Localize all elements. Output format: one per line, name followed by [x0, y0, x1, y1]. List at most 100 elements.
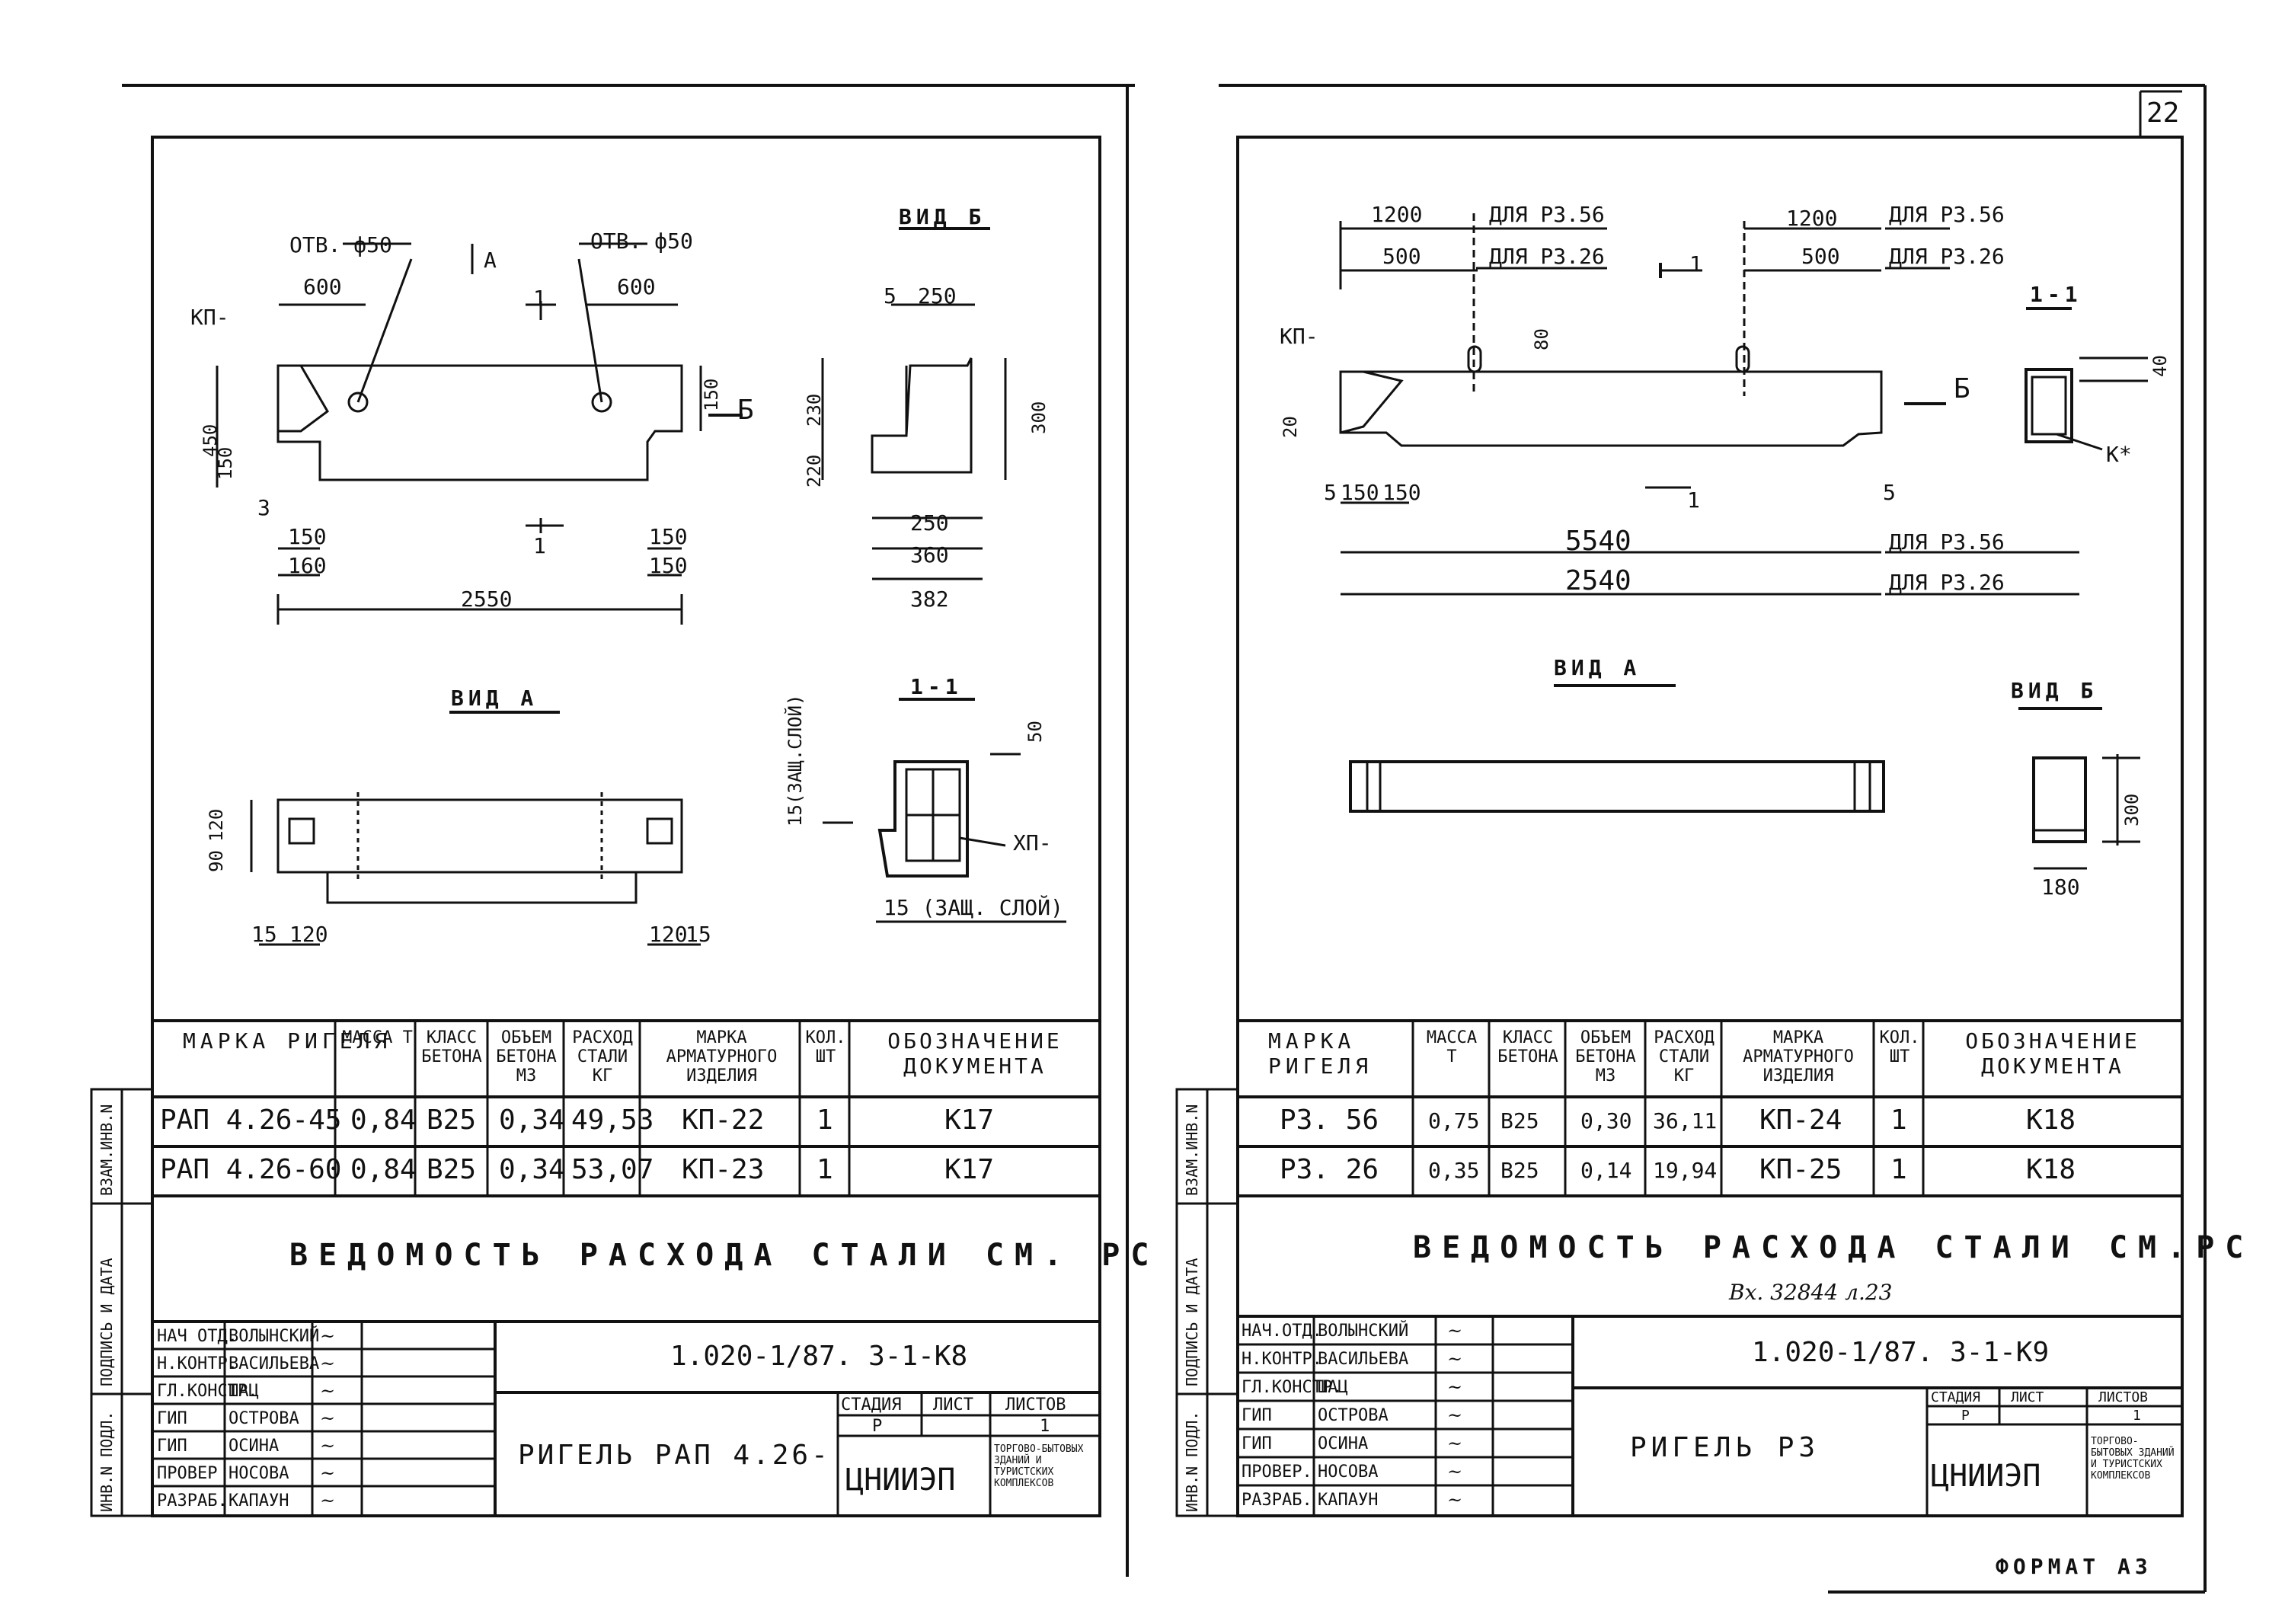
view-a-title: ВИД А [451, 686, 538, 711]
dimension: 250 [910, 510, 949, 535]
side-label: ПОДПИСЬ И ДАТА [1183, 1258, 1201, 1386]
table-header: РАСХОД СТАЛИ КГ [1654, 1028, 1715, 1085]
stamp-name: ВАСИЛЬЕВА [1318, 1350, 1409, 1369]
table-cell: КП-24 [1759, 1105, 1842, 1136]
dimension: 230 [804, 393, 825, 427]
dimension: 15 [251, 922, 277, 947]
kp-label: КП- [190, 305, 229, 330]
table-cell: В25 [427, 1105, 477, 1136]
dimension: 120 [206, 808, 227, 842]
table-header: МАРКА АРМАТУРНОГО ИЗДЕЛИЯ [1743, 1028, 1854, 1085]
table-cell: В25 [427, 1154, 477, 1185]
dimension: 600 [617, 274, 656, 299]
stamp-role: РАЗРАБ. [157, 1491, 228, 1511]
dimension: 180 [2041, 874, 2080, 900]
stamp-stage-header: СТАДИЯ [1931, 1389, 1981, 1405]
side-label: ВЗАМ.ИНВ.N [97, 1104, 116, 1196]
section-marker: 1 [1687, 488, 1700, 513]
stamp-stage-header: СТАДИЯ [841, 1395, 902, 1415]
dimension: 15 [686, 922, 711, 947]
view-b-title: ВИД Б [899, 204, 986, 229]
dimension: 5 [1883, 480, 1896, 505]
table-header: МАССА Т [342, 1028, 413, 1047]
dimension: 2540 [1565, 565, 1631, 596]
stamp-name: ОСИНА [228, 1437, 280, 1456]
stamp-name: ОСИНА [1318, 1434, 1369, 1453]
for-label: ДЛЯ Р3.56 [1489, 202, 1605, 227]
hole-label: ОТВ. ф50 [590, 229, 693, 254]
stamp-name: ОСТРОВА [228, 1409, 299, 1428]
stamp-role: НАЧ.ОТД. [1242, 1322, 1322, 1341]
table-cell: К17 [944, 1105, 995, 1136]
document-code: 1.020-1/87. 3-1-К8 [670, 1341, 968, 1372]
table-header: ОБОЗНАЧЕНИЕ ДОКУМЕНТА [1965, 1028, 2140, 1079]
table-cell: К18 [2026, 1105, 2076, 1136]
side-label: ВЗАМ.ИНВ.N [1183, 1104, 1201, 1196]
format-label: ФОРМАТ А3 [1996, 1554, 2152, 1579]
stamp-role: ПРОВЕР [157, 1464, 218, 1483]
table-cell: 19,94 [1653, 1158, 1718, 1183]
organization: ЦНИИЭП [1931, 1459, 2041, 1494]
stamp-name: НОСОВА [1318, 1463, 1379, 1482]
for-label: ДЛЯ Р3.26 [1889, 570, 2005, 595]
steel-statement: ВЕДОМОСТЬ РАСХОДА СТАЛИ СМ.РС [1413, 1230, 2255, 1265]
stamp-sheets-value: 1 [1040, 1417, 1050, 1436]
drawing-title: РИГЕЛЬ РАП 4.26- [518, 1440, 831, 1471]
signature: ~ [1447, 1320, 1463, 1341]
stamp-stage-value: Р [872, 1417, 883, 1436]
organization-subtitle: ТОРГОВО-БЫТОВЫХ ЗДАНИЙ И ТУРИСТСКИХ КОМП… [994, 1443, 1084, 1489]
signature: ~ [320, 1380, 336, 1402]
dimension: 150 [649, 553, 688, 578]
stamp-name: ВОЛЫНСКИЙ [228, 1327, 320, 1346]
stamp-name: КАПАУН [228, 1491, 289, 1511]
table-cell: РАП 4.26-60 [160, 1154, 342, 1185]
table-cell: 1 [817, 1105, 833, 1136]
dimension: 600 [303, 274, 342, 299]
stamp-name: ОСТРОВА [1318, 1406, 1389, 1425]
side-label: ИНВ.N ПОДЛ. [1183, 1411, 1201, 1512]
cover-layer-vertical: 15(ЗАЩ.СЛОЙ) [785, 694, 806, 826]
dimension: 90 [206, 850, 227, 872]
dimension: 5 [884, 283, 896, 308]
stamp-name: ШАЦ [228, 1382, 259, 1401]
table-cell: КП-22 [682, 1105, 765, 1136]
stamp-role: Н.КОНТР. [157, 1354, 238, 1373]
dimension: 3 [257, 495, 270, 520]
hole-label: ОТВ. ф50 [289, 232, 392, 257]
dimension: 150 [1341, 480, 1379, 505]
table-cell: 1 [1890, 1154, 1907, 1185]
dimension: 300 [2121, 793, 2143, 826]
view-b-title: ВИД Б [2011, 678, 2098, 703]
table-cell: 36,11 [1653, 1108, 1718, 1133]
dimension: 220 [804, 454, 825, 488]
document-code: 1.020-1/87. 3-1-К9 [1752, 1337, 2050, 1368]
signature: ~ [320, 1353, 336, 1374]
table-cell: 1 [1890, 1105, 1907, 1136]
dimension: 250 [918, 283, 957, 308]
view-a-marker: А [484, 248, 497, 273]
xp-label: ХП- [1013, 830, 1052, 855]
for-label: ДЛЯ Р3.26 [1889, 244, 2005, 269]
stamp-sheets-value: 1 [2133, 1408, 2141, 1424]
signature: ~ [1447, 1405, 1463, 1426]
for-label: ДЛЯ Р3.56 [1889, 202, 2005, 227]
stamp-sheets-header: ЛИСТОВ [1005, 1395, 1066, 1415]
signature: ~ [1447, 1433, 1463, 1454]
table-header: ОБЪЕМ БЕТОНА М3 [496, 1028, 557, 1085]
dimension: 2550 [461, 587, 513, 612]
section-marker: 1 [533, 286, 546, 311]
stamp-role: ГИП [1242, 1434, 1272, 1453]
for-label: ДЛЯ Р3.56 [1889, 529, 2005, 555]
stamp-name: ВОЛЫНСКИЙ [1318, 1322, 1409, 1341]
for-label: ДЛЯ Р3.26 [1489, 244, 1605, 269]
stamp-name: НОСОВА [228, 1464, 289, 1483]
view-b-marker: Б [1954, 373, 1970, 404]
cover-layer-label: 15 (ЗАЩ. СЛОЙ) [884, 895, 1064, 920]
dimension: 300 [1028, 401, 1050, 434]
k-label: К* [2106, 442, 2132, 467]
table-header: МАРКА РИГЕЛЯ [183, 1028, 392, 1053]
stamp-sheet-header: ЛИСТ [933, 1395, 973, 1415]
stamp-name: КАПАУН [1318, 1491, 1379, 1510]
table-cell: РАП 4.26-45 [160, 1105, 342, 1136]
